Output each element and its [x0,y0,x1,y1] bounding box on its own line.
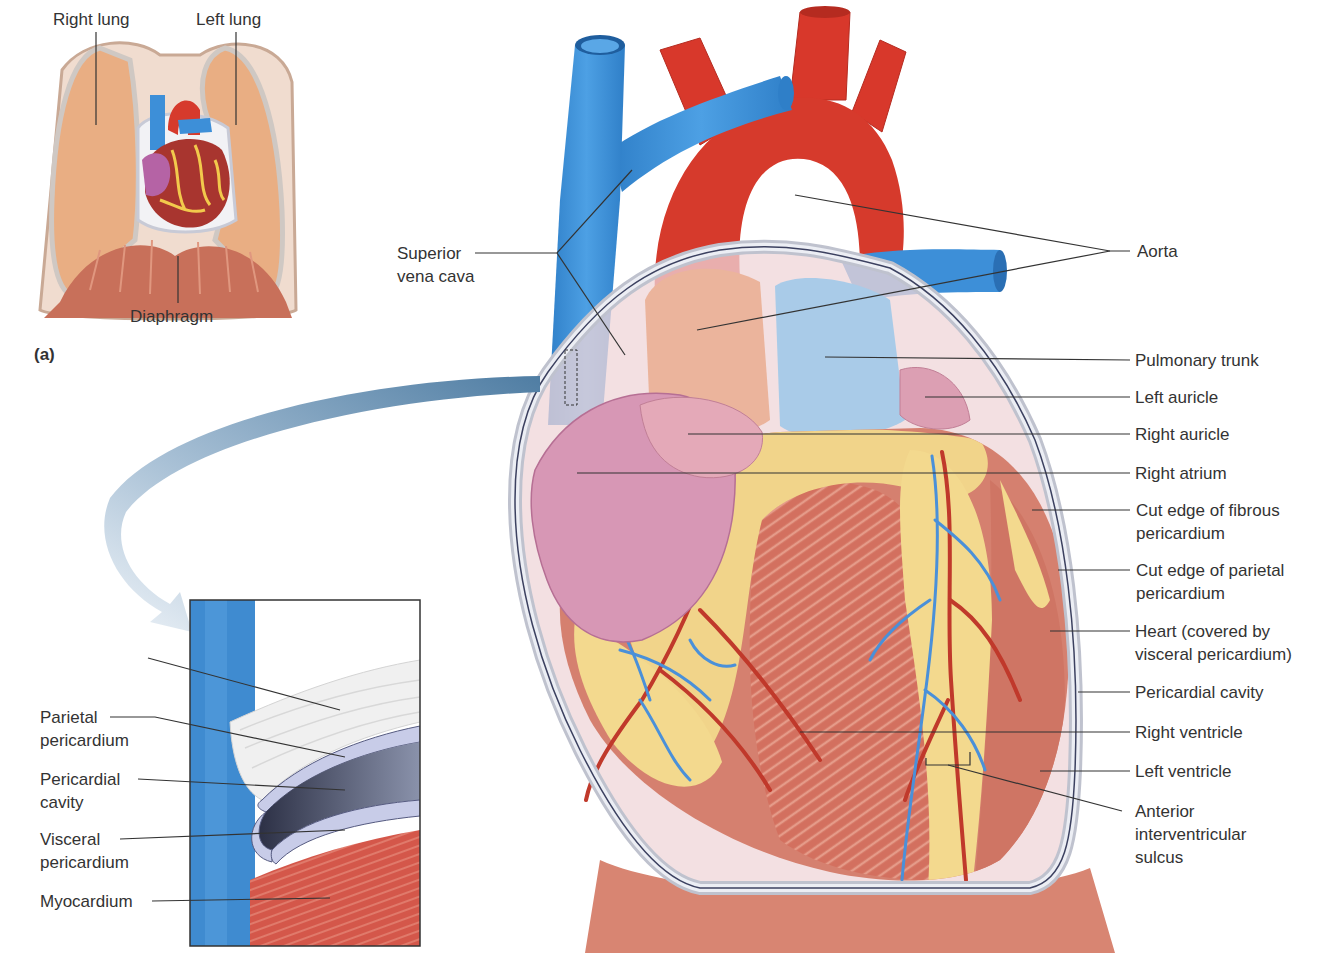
thorax-figure [90,240,258,294]
sweep-arrow [104,376,540,632]
pericardium-outline [515,247,1076,888]
great-vessels [790,12,850,100]
part-label: Myocardium [40,890,133,913]
heart-structures [900,450,992,890]
coronary-arteries [660,670,770,790]
leader-lines [925,396,1130,397]
inset-detail [205,600,227,946]
thorax-figure [40,43,296,319]
leader-lines [1032,509,1130,510]
thorax-figure [40,43,296,319]
part-label: Heart (covered by visceral pericardium) [1135,620,1315,666]
cardiac-veins [935,520,1000,600]
thorax-figure [178,118,212,134]
cardiac-veins [902,456,937,880]
part-label: Superior vena cava [397,242,497,288]
inset-detail [252,812,272,862]
coronary-arteries [700,610,820,760]
leader-lines [110,717,345,757]
part-label: Pericardial cavity [40,768,140,814]
leader-lines [177,256,178,303]
great-vessels [581,39,619,53]
leader-lines [152,898,330,901]
great-vessels [610,76,792,192]
inset-detail [257,742,420,850]
leader-lines [795,195,1130,251]
leader-lines [697,251,1110,330]
leader-lines [577,472,1130,473]
part-label: Right lung [53,8,130,31]
inset-frame [190,600,420,946]
heart-structures [1000,480,1050,608]
coronary-arteries [950,600,1020,700]
leader-lines [475,170,632,253]
leader-lines [120,830,345,839]
part-label: (a) [34,343,55,366]
leader-lines [110,170,1130,901]
leader-lines [688,433,1130,434]
leader-lines [148,658,340,710]
leader-lines [800,731,1130,732]
leader-lines [1078,691,1130,692]
pericardium-outline [515,247,1076,888]
inset-detail [190,600,420,946]
pericardium-outline [515,247,1076,888]
part-label: Aorta [1137,240,1178,263]
leader-lines [95,32,96,125]
leader-lines [926,752,970,765]
part-label: Left lung [196,8,261,31]
leader-lines [1050,630,1130,631]
heart-structures [640,397,763,477]
inset-detail [190,600,420,946]
leader-lines [948,765,1122,811]
leader-lines [557,253,625,355]
detail-marker [565,350,577,405]
part-label: Anterior interventricular sulcus [1135,800,1265,869]
cardiac-veins [925,690,985,770]
part-label: Visceral pericardium [40,828,150,874]
leader-lines [1058,569,1130,570]
cardiac-veins [620,650,710,700]
part-label: Pericardial cavity [1135,681,1264,704]
great-vessels [575,35,625,55]
leader-lines [1040,770,1130,771]
great-vessels [800,6,850,18]
part-label: Right atrium [1135,462,1227,485]
pericardial-sac-fill [515,247,1076,888]
coronary-arteries [942,452,966,880]
part-label: Parietal pericardium [40,706,145,752]
thorax-figure [142,153,170,196]
leader-lines [825,357,1130,360]
leader-lines [96,32,236,303]
part-label: Right ventricle [1135,721,1243,744]
thorax-figure [160,145,224,211]
thorax-figure [150,95,165,150]
cardiac-veins [640,700,690,780]
part-label: Right auricle [1135,423,1230,446]
great-vessels [778,76,794,110]
coronary-arteries [905,700,948,800]
pericardium-outline [515,247,1076,888]
part-label: Left ventricle [1135,760,1231,783]
part-label: Cut edge of parietal pericardium [1136,559,1306,605]
heart-structures [900,367,970,429]
part-label: Cut edge of fibrous pericardium [1136,499,1301,545]
leader-lines [138,779,345,790]
cardiac-veins [690,640,735,666]
part-label: Diaphragm [130,305,213,328]
part-label: Left auricle [1135,386,1218,409]
cardiac-veins [870,600,930,660]
leader-lines [235,32,236,125]
part-label: Pulmonary trunk [1135,349,1259,372]
